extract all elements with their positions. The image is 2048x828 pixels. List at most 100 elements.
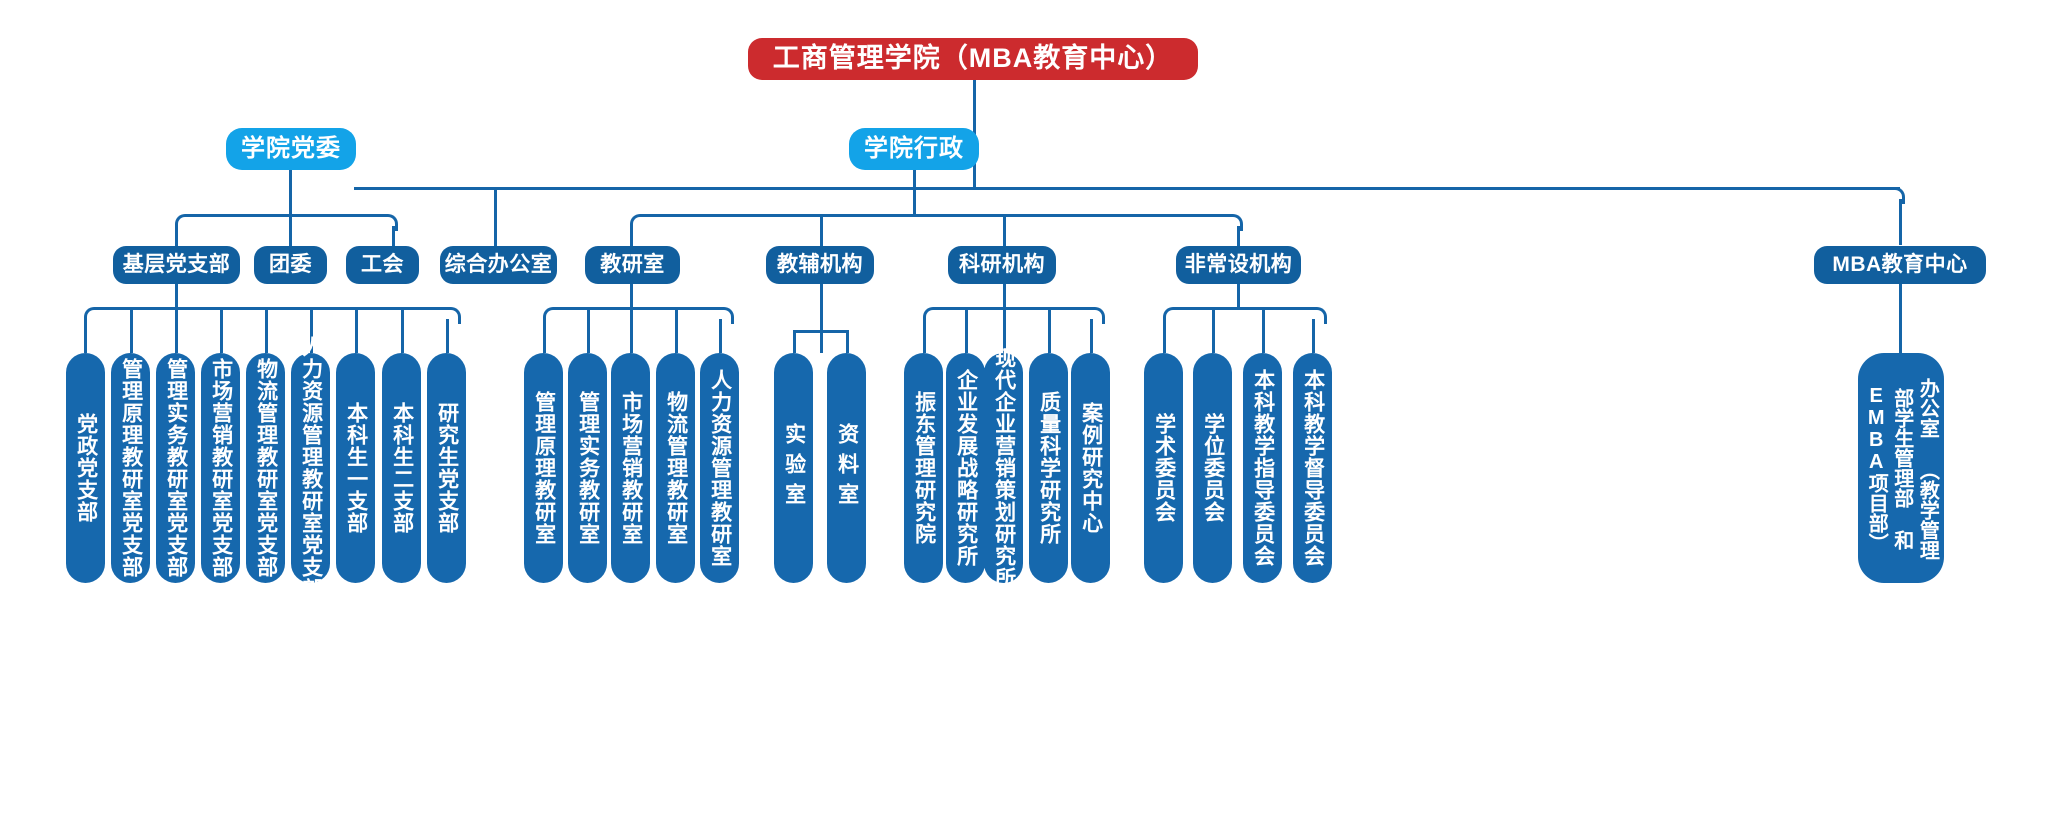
connector-grassroots-stem-5 [310, 310, 313, 353]
connector-teachres-bracket-bar [554, 307, 720, 310]
connector-grassroots-stem-3 [220, 310, 223, 353]
connector-admin-bracket-left [630, 214, 645, 231]
leaf-marketing-branch[interactable]: 市场营销教研室党支部 [201, 353, 240, 583]
connector-grassroots-stem-0 [84, 319, 87, 353]
connector-teachres-down [630, 283, 633, 308]
connector-teachres-stem-3 [675, 310, 678, 353]
leaf-mba-office-departments[interactable]: 办公室 （教学管理部学生管理部 和EMBA项目部） [1858, 353, 1944, 583]
leaf-undergrad-teaching-guidance-committee[interactable]: 本科教学指导委员会 [1243, 353, 1282, 583]
leaf-mgmt-practice-office[interactable]: 管理实务教研室 [568, 353, 607, 583]
connector-nonstanding-stem-3 [1312, 319, 1315, 353]
leaf-graduate-branch[interactable]: 研究生党支部 [427, 353, 466, 583]
connector-level2-bus [354, 187, 1900, 190]
connector-resorg-stem-4 [1090, 319, 1093, 353]
root-node-business-school[interactable]: 工商管理学院（MBA教育中心） [748, 38, 1198, 80]
leaf-quality-science-institute[interactable]: 质量科学研究所 [1029, 353, 1068, 583]
connector-admin-bracket-right [1228, 214, 1243, 231]
connector-admin-bracket-bar [641, 214, 1229, 217]
node-non-standing-org[interactable]: 非常设机构 [1176, 246, 1301, 284]
connector-teachres-stem-2 [630, 310, 633, 353]
connector-resorg-bracket-bar [934, 307, 1091, 310]
connector-party-to-grassroots [175, 226, 178, 246]
leaf-logistics-branch[interactable]: 物流管理教研室党支部 [246, 353, 285, 583]
connector-resorg-stem-1 [965, 310, 968, 353]
connector-admin-to-teaching-research [630, 226, 633, 246]
connector-teachsup-bracket-bar [793, 330, 849, 333]
connector-nonstanding-stem-0 [1163, 319, 1166, 353]
node-teaching-research-office[interactable]: 教研室 [585, 246, 680, 284]
leaf-mgmt-principle-branch[interactable]: 管理原理教研室党支部 [111, 353, 150, 583]
connector-party-bracket-bar [186, 214, 384, 217]
connector-resorg-down [1003, 283, 1006, 308]
node-research-org[interactable]: 科研机构 [948, 246, 1056, 284]
node-labor-union[interactable]: 工会 [346, 246, 419, 284]
connector-grassroots-stem-6 [355, 310, 358, 353]
leaf-logistics-office[interactable]: 物流管理教研室 [656, 353, 695, 583]
connector-resorg-stem-3 [1048, 310, 1051, 353]
leaf-party-admin-branch[interactable]: 党政党支部 [66, 353, 105, 583]
connector-nonstanding-bracket-left [1163, 307, 1178, 324]
connector-nonstanding-bracket-bar [1174, 307, 1313, 310]
leaf-degree-committee[interactable]: 学位委员会 [1193, 353, 1232, 583]
connector-nonstanding-stem-1 [1212, 310, 1215, 353]
leaf-laboratory[interactable]: 实验室 [774, 353, 813, 583]
connector-admin-down [913, 170, 916, 215]
node-grassroots-party-branch[interactable]: 基层党支部 [113, 246, 240, 284]
connector-grassroots-bracket-left [84, 307, 99, 324]
leaf-zhendong-mgmt-institute[interactable]: 振东管理研究院 [904, 353, 943, 583]
connector-teachres-stem-1 [587, 310, 590, 353]
leaf-marketing-office[interactable]: 市场营销教研室 [611, 353, 650, 583]
connector-grassroots-stem-2 [175, 310, 178, 353]
leaf-academic-committee[interactable]: 学术委员会 [1144, 353, 1183, 583]
connector-mba-down [1899, 199, 1902, 245]
connector-teachsup-down [820, 283, 823, 353]
connector-resorg-bracket-left [923, 307, 938, 324]
connector-teachres-bracket-left [543, 307, 558, 324]
connector-party-down [289, 170, 292, 215]
connector-grassroots-bracket-right [446, 307, 461, 324]
connector-teachres-bracket-right [719, 307, 734, 324]
node-youth-league-committee[interactable]: 团委 [254, 246, 327, 284]
connector-grassroots-down [175, 283, 178, 308]
leaf-hr-office[interactable]: 人力资源管理教研室 [700, 353, 739, 583]
connector-teachres-stem-0 [543, 319, 546, 353]
leaf-hr-branch[interactable]: 人力资源管理教研室党支部 [291, 336, 330, 600]
node-college-party-committee[interactable]: 学院党委 [226, 128, 356, 170]
connector-grassroots-stem-7 [401, 310, 404, 353]
leaf-undergrad-teaching-supervision-committee[interactable]: 本科教学督导委员会 [1293, 353, 1332, 583]
connector-bus-right-corner [1890, 187, 1905, 204]
connector-admin-to-non-standing [1237, 226, 1240, 246]
connector-nonstanding-bracket-right [1312, 307, 1327, 324]
leaf-case-research-center[interactable]: 案例研究中心 [1071, 353, 1110, 583]
connector-party-bracket-right [383, 214, 398, 231]
leaf-reference-room[interactable]: 资料室 [827, 353, 866, 583]
connector-teachsup-stem-0 [793, 330, 796, 353]
node-teaching-support-org[interactable]: 教辅机构 [766, 246, 874, 284]
connector-mba-child-down [1899, 283, 1902, 353]
node-college-administration[interactable]: 学院行政 [849, 128, 979, 170]
node-mba-education-center[interactable]: MBA教育中心 [1814, 246, 1986, 284]
connector-resorg-stem-2 [1003, 310, 1006, 353]
leaf-modern-marketing-institute[interactable]: 现代企业营销策划研究所 [984, 347, 1023, 589]
connector-teachsup-stem-1 [846, 330, 849, 353]
connector-party-bracket-left [175, 214, 190, 231]
connector-admin-to-research-org [1003, 217, 1006, 246]
connector-nonstanding-stem-2 [1262, 310, 1265, 353]
connector-party-to-league [289, 217, 292, 246]
connector-grassroots-stem-4 [265, 310, 268, 353]
connector-resorg-bracket-right [1090, 307, 1105, 324]
node-general-office[interactable]: 综合办公室 [440, 246, 557, 284]
connector-admin-to-teaching-support [820, 217, 823, 246]
connector-bus-to-general-office [494, 189, 497, 246]
leaf-undergrad-branch-2[interactable]: 本科生二支部 [382, 353, 421, 583]
leaf-enterprise-strategy-institute[interactable]: 企业发展战略研究所 [946, 353, 985, 583]
connector-grassroots-stem-8 [446, 319, 449, 353]
leaf-mgmt-principle-office[interactable]: 管理原理教研室 [524, 353, 563, 583]
connector-teachres-stem-4 [719, 319, 722, 353]
connector-party-to-union [392, 226, 395, 246]
leaf-undergrad-branch-1[interactable]: 本科生一支部 [336, 353, 375, 583]
connector-grassroots-bracket-bar [95, 307, 447, 310]
connector-nonstanding-down [1237, 283, 1240, 308]
leaf-mgmt-practice-branch[interactable]: 管理实务教研室党支部 [156, 353, 195, 583]
